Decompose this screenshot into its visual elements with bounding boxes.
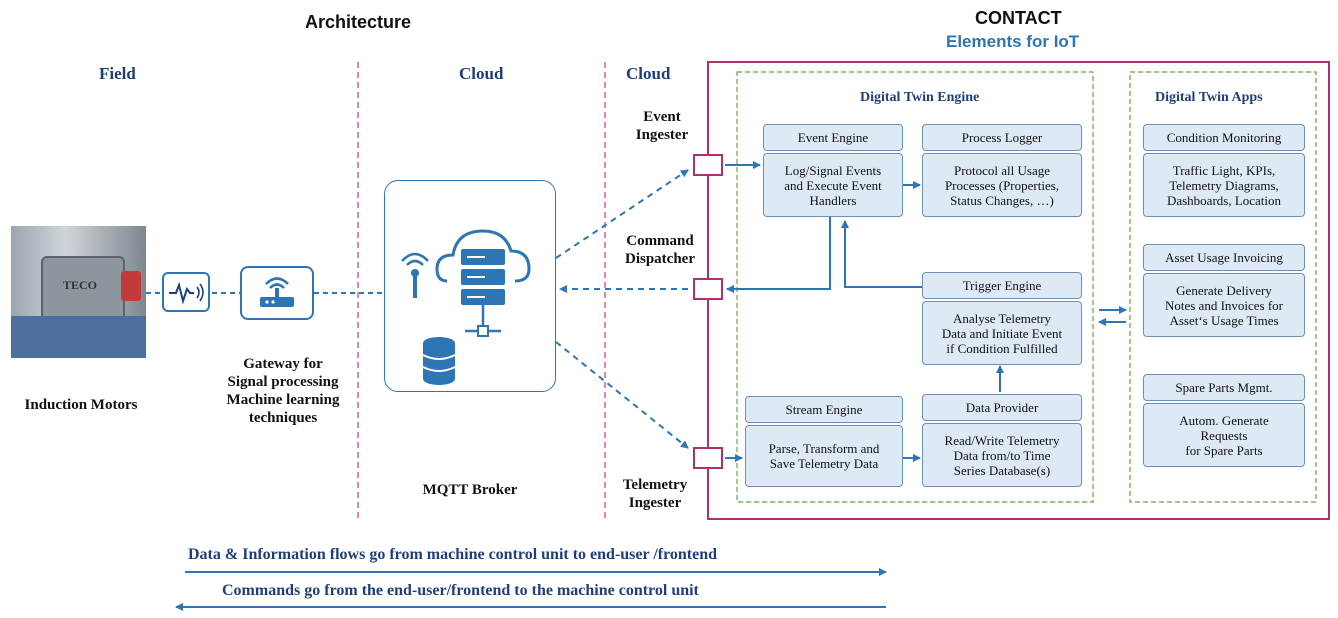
motor-shaft bbox=[121, 271, 141, 301]
data-provider-head: Data Provider bbox=[922, 394, 1082, 421]
mqtt-broker-box bbox=[384, 180, 556, 392]
event-ingester-port bbox=[693, 154, 723, 176]
section-cloud-broker: Cloud bbox=[459, 64, 504, 83]
command-flow-caption: Commands go from the end-user/frontend t… bbox=[222, 582, 699, 599]
router-icon bbox=[260, 277, 294, 307]
motor-terminal-box bbox=[41, 256, 125, 325]
contact-title: CONTACT bbox=[975, 8, 1062, 28]
mqtt-broker-label: MQTT Broker bbox=[422, 482, 518, 498]
apps-title: Digital Twin Apps bbox=[1155, 90, 1263, 105]
broker-to-telemetry bbox=[555, 341, 689, 449]
data-flow-caption: Data & Information flows go from machine… bbox=[188, 546, 718, 563]
asset-invoicing-head: Asset Usage Invoicing bbox=[1143, 244, 1305, 271]
condition-monitoring-body: Traffic Light, KPIs,Telemetry Diagrams,D… bbox=[1143, 153, 1305, 217]
motor-base bbox=[11, 316, 146, 358]
engine-title: Digital Twin Engine bbox=[860, 90, 980, 105]
gateway-label: Gateway for Signal processing Machine le… bbox=[226, 356, 340, 426]
section-cloud-contact: Cloud bbox=[626, 64, 671, 83]
signal-wave-icon bbox=[169, 281, 204, 305]
architecture-title: Architecture bbox=[305, 12, 412, 32]
gateway-device bbox=[240, 266, 314, 320]
induction-motors-label: Induction Motors bbox=[24, 397, 138, 413]
broker-to-event bbox=[555, 169, 689, 259]
cloud-server-icon bbox=[401, 229, 531, 385]
elements-subtitle: Elements for IoT bbox=[946, 32, 1080, 51]
event-engine-head: Event Engine bbox=[763, 124, 903, 151]
telemetry-ingester-port bbox=[693, 447, 723, 469]
apps-frame bbox=[1129, 71, 1317, 503]
condition-monitoring-head: Condition Monitoring bbox=[1143, 124, 1305, 151]
signal-sensor bbox=[162, 272, 210, 312]
motor-image: TECO bbox=[11, 226, 146, 358]
stream-engine-head: Stream Engine bbox=[745, 396, 903, 423]
section-field: Field bbox=[99, 64, 136, 83]
trigger-engine-head: Trigger Engine bbox=[922, 272, 1082, 299]
engine-frame bbox=[736, 71, 1094, 503]
spare-parts-head: Spare Parts Mgmt. bbox=[1143, 374, 1305, 401]
command-dispatcher-port bbox=[693, 278, 723, 300]
process-logger-head: Process Logger bbox=[922, 124, 1082, 151]
motor-brand: TECO bbox=[63, 278, 98, 292]
